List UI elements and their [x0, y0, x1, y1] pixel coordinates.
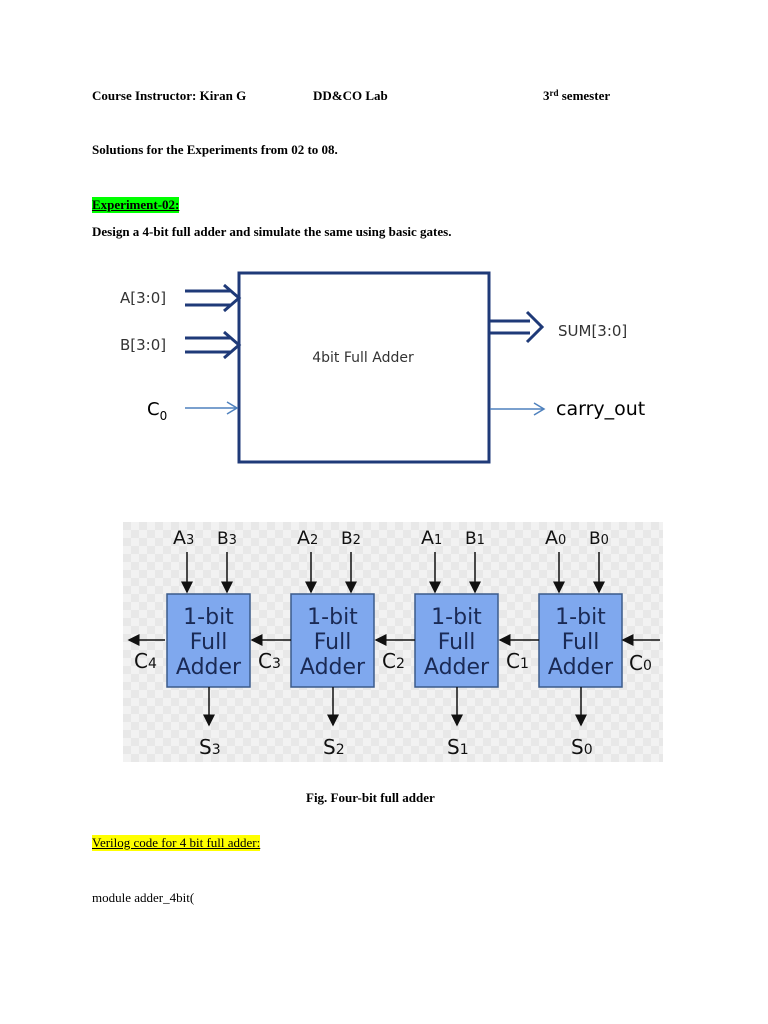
carry-in-label: C0 [629, 651, 652, 675]
input-label-cin: C0 [147, 399, 167, 423]
full-adder-box [166, 593, 251, 688]
lab-name: DD&CO Lab [313, 88, 388, 103]
input-label-a: A2 [297, 527, 318, 549]
figure-caption: Fig. Four-bit full adder [306, 790, 435, 805]
full-adder-box [414, 593, 499, 688]
input-label-a: A1 [421, 527, 442, 549]
input-label-b: B2 [341, 529, 361, 549]
full-adder-text: Adder [548, 655, 614, 680]
full-adder-text: Adder [300, 655, 366, 680]
input-label-b: B0 [589, 529, 609, 549]
adder-block [237, 271, 491, 464]
sum-label: S0 [571, 735, 593, 759]
full-adder-text: 1-bit [183, 605, 234, 630]
instructor-label: Course Instructor: Kiran G [92, 88, 247, 103]
output-label-sum: SUM[3:0] [558, 322, 627, 340]
full-adder-text: 1-bit [555, 605, 606, 630]
full-adder-text: Full [314, 630, 352, 655]
carry-label: C4 [134, 649, 157, 673]
experiment-description: Design a 4-bit full adder and simulate t… [92, 224, 452, 239]
semester-word: semester [558, 88, 611, 103]
block-diagram: 4bit Full Adder A[3:0] B[3:0] C0 SUM[3:0… [120, 271, 645, 464]
sum-label: S3 [199, 735, 221, 759]
full-adder-box [538, 593, 623, 688]
full-adder-text: Full [562, 630, 600, 655]
code-line: module adder_4bit( [92, 890, 195, 905]
carry-label: C2 [382, 649, 405, 673]
input-label-b: B1 [465, 529, 485, 549]
input-label-b: B[3:0] [120, 336, 166, 354]
code-heading: Verilog code for 4 bit full adder: [92, 835, 261, 851]
wire-arrow-cout [490, 402, 546, 416]
carry-label: C1 [506, 649, 529, 673]
input-label-b: B3 [217, 529, 237, 549]
bus-arrow-a [185, 283, 242, 313]
full-adder-text: Adder [176, 655, 242, 680]
semester-label: 3rd semester [543, 88, 610, 104]
full-adder-box [290, 593, 375, 688]
full-adder-text: 1-bit [307, 605, 358, 630]
subtitle: Solutions for the Experiments from 02 to… [92, 142, 338, 157]
carry-label: C3 [258, 649, 281, 673]
output-label-cout: carry_out [556, 398, 645, 420]
experiment-heading: Experiment-02: [92, 197, 180, 213]
input-label-a: A[3:0] [120, 289, 166, 307]
sum-label: S1 [447, 735, 469, 759]
full-adder-text: Full [190, 630, 228, 655]
wire-arrow-cin [185, 401, 239, 415]
adder-block-label: 4bit Full Adder [312, 350, 414, 366]
sum-label: S2 [323, 735, 345, 759]
bus-arrow-sum [490, 310, 545, 344]
input-label-a: A0 [545, 527, 566, 549]
full-adder-text: 1-bit [431, 605, 482, 630]
input-label-a: A3 [173, 527, 194, 549]
semester-number: 3 [543, 88, 550, 103]
full-adder-text: Full [438, 630, 476, 655]
semester-suffix: rd [549, 88, 559, 98]
full-adder-text: Adder [424, 655, 490, 680]
bus-arrow-b [185, 330, 242, 360]
